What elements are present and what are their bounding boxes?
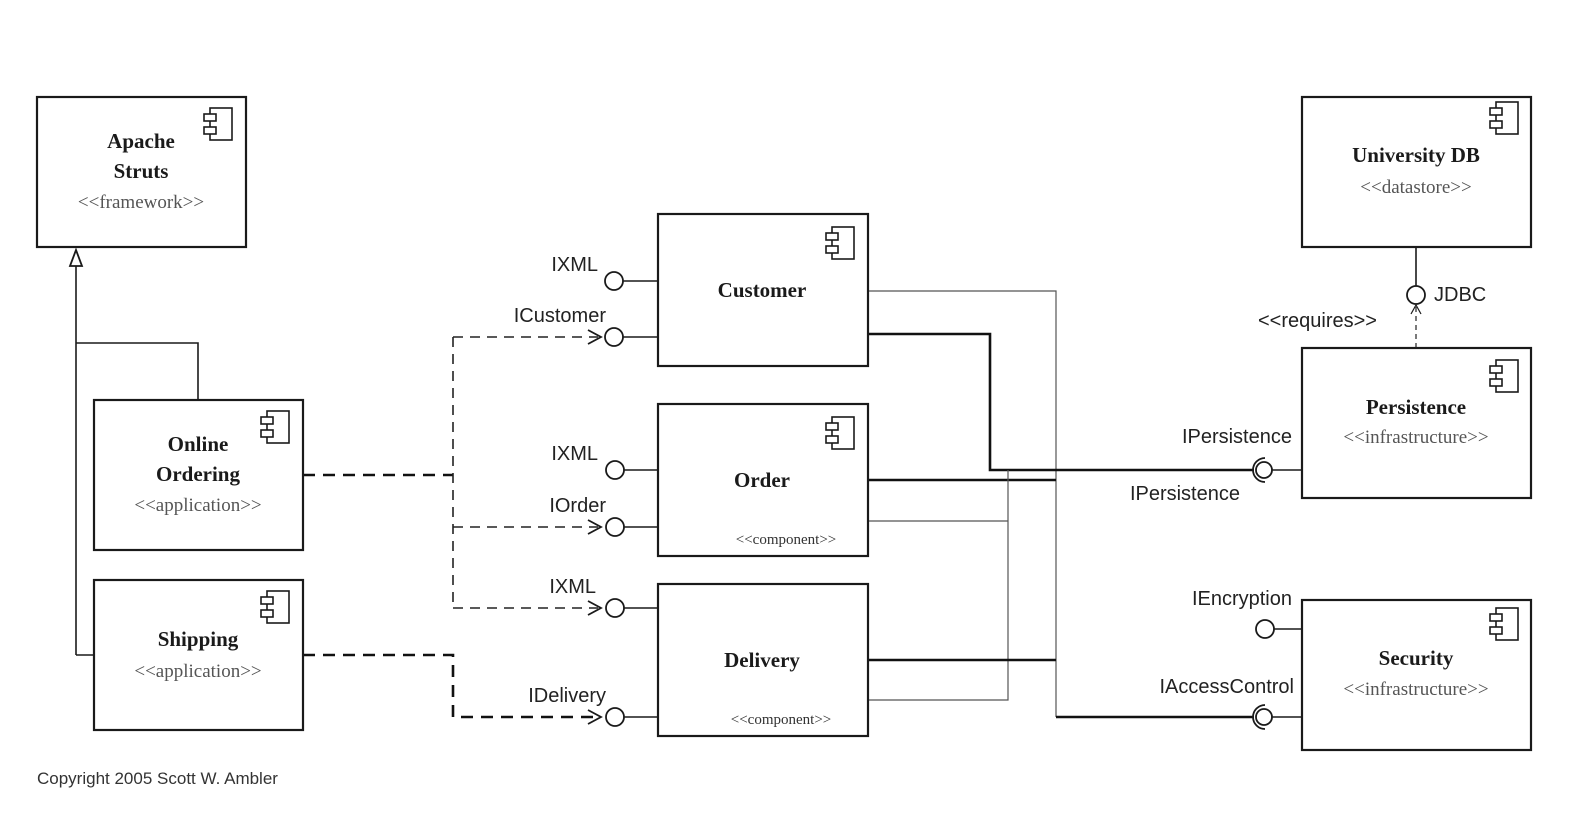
component-stereotype: <<component>> [731,712,832,728]
component-name: Ordering [156,462,240,486]
interface-label: IXML [551,254,598,276]
lollipop-icon [1406,285,1426,305]
component-stereotype: <<component>> [736,532,837,548]
interface-label: IXML [549,576,596,598]
component-name: Customer [718,278,807,302]
socket-icon [1252,457,1266,483]
socket-icon [1252,704,1266,730]
interface-customer-icustomer[interactable]: ICustomer [514,305,624,347]
lollipop-icon [1255,619,1275,639]
interface-stubs [623,280,658,718]
component-stereotype: <<application>> [134,661,261,682]
component-order[interactable]: Order <<component>> [656,402,870,558]
interface-jdbc[interactable]: JDBC <<requires>> [1258,247,1486,348]
interface-label: IOrder [549,495,606,517]
component-name: Apache [107,129,175,153]
lollipop-icon [605,517,625,537]
shipping-dependency [303,653,603,725]
lollipop-icon [1255,461,1273,479]
interface-label: IXML [551,443,598,465]
component-name: Persistence [1366,395,1466,419]
component-online-ordering[interactable]: Online Ordering <<application>> [92,398,305,552]
component-delivery[interactable]: Delivery <<component>> [656,582,870,738]
online-ordering-dependencies [303,329,603,616]
interface-delivery-ixml[interactable]: IXML [549,576,625,618]
interface-customer-ixml[interactable]: IXML [551,254,624,291]
lollipop-icon [1255,708,1273,726]
component-apache-struts[interactable]: Apache Struts <<framework>> [35,95,248,249]
interface-label: IDelivery [528,685,606,707]
lollipop-icon [605,460,625,480]
component-name: Order [734,468,790,492]
component-name: Shipping [158,627,239,651]
lollipop-icon [604,327,624,347]
component-name: Delivery [724,648,800,672]
interface-order-ixml[interactable]: IXML [551,443,625,480]
component-customer[interactable]: Customer [656,212,870,368]
component-stereotype: <<infrastructure>> [1343,679,1488,700]
component-stereotype: <<framework>> [78,192,204,213]
dependency-stereotype: <<requires>> [1258,310,1377,332]
component-stereotype: <<datastore>> [1360,177,1471,198]
lollipop-icon [605,598,625,618]
interface-order-iorder[interactable]: IOrder [549,495,625,537]
component-name: University DB [1352,143,1480,167]
interface-label: JDBC [1434,284,1486,306]
component-security[interactable]: Security <<infrastructure>> [1300,598,1533,752]
component-university-db[interactable]: University DB <<datastore>> [1300,95,1533,249]
component-persistence[interactable]: Persistence <<infrastructure>> [1300,346,1533,500]
interface-label: IEncryption [1192,588,1292,610]
generalization-to-struts [68,247,199,656]
interface-delivery-idelivery[interactable]: IDelivery [528,685,625,727]
component-shipping[interactable]: Shipping <<application>> [92,578,305,732]
interface-iencryption[interactable]: IEncryption [1192,588,1302,639]
component-stereotype: <<infrastructure>> [1343,427,1488,448]
component-name: Security [1379,646,1454,670]
interface-label: IAccessControl [1160,676,1295,698]
infrastructure-wiring [868,290,1254,719]
lollipop-icon [605,707,625,727]
component-name: Online [168,432,229,456]
component-name: Struts [114,159,169,183]
interface-label: IPersistence [1182,426,1292,448]
lollipop-icon [604,271,624,291]
interface-label: IPersistence [1130,483,1240,505]
copyright-notice: Copyright 2005 Scott W. Ambler [37,769,278,788]
interface-label: ICustomer [514,305,607,327]
interface-ipersistence[interactable]: IPersistence IPersistence [1130,426,1302,505]
component-stereotype: <<application>> [134,495,261,516]
interface-iaccesscontrol[interactable]: IAccessControl [1160,676,1303,730]
